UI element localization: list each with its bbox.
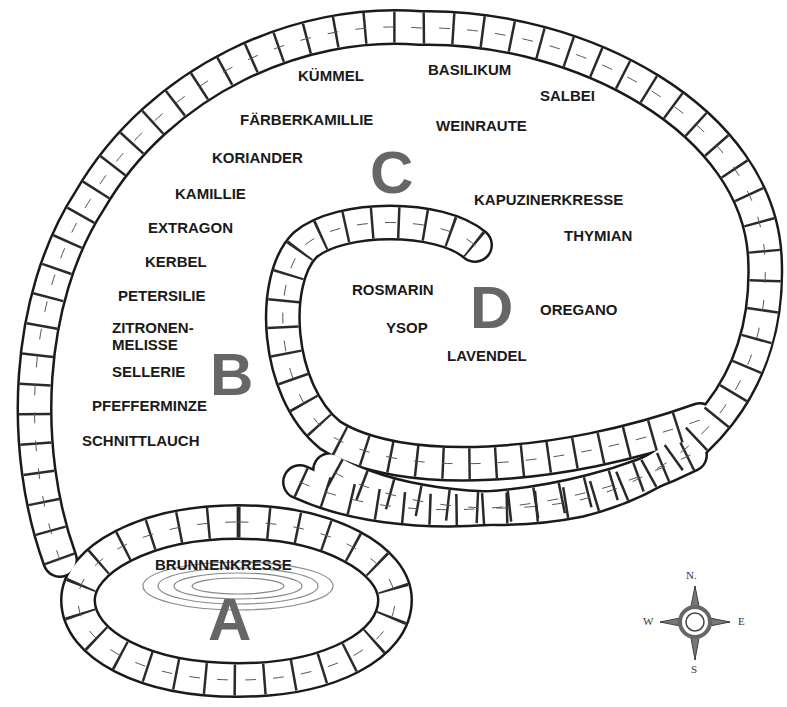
stone-walls: [35, 27, 766, 680]
zone-letter: A: [208, 590, 251, 650]
herb-label: EXTRAGON: [148, 220, 233, 237]
stone-wall: [35, 27, 766, 560]
stone-wall: [283, 223, 700, 464]
herb-label: LAVENDEL: [447, 348, 527, 365]
compass-letter: W: [643, 615, 653, 627]
herb-label: PETERSILIE: [118, 288, 206, 305]
zone-letter: C: [370, 143, 413, 203]
zone-letter: D: [470, 278, 513, 338]
compass-letter: N.: [686, 569, 697, 581]
stone-wall: [283, 223, 700, 464]
stone-wall: [283, 223, 700, 464]
compass-letter: E: [738, 615, 745, 627]
herb-label: PFEFFERMINZE: [92, 398, 207, 415]
compass-letter: S: [691, 663, 697, 675]
herb-label: BASILIKUM: [428, 62, 511, 79]
stone-wall: [78, 522, 395, 680]
herb-label: SCHNITTLAUCH: [82, 433, 200, 450]
zone-letter: B: [210, 345, 253, 405]
stone-wall: [283, 223, 700, 464]
stone-wall: [78, 522, 395, 680]
herb-label: WEINRAUTE: [436, 118, 527, 135]
stone-wall: [78, 522, 395, 680]
herb-label: ZITRONEN- MELISSE: [112, 320, 204, 353]
herb-label: KORIANDER: [212, 150, 303, 167]
herb-label: KAPUZINERKRESSE: [474, 192, 623, 209]
herb-label: ROSMARIN: [352, 282, 434, 299]
herb-label: YSOP: [386, 320, 428, 337]
herb-label: KAMILLIE: [175, 186, 246, 203]
herb-label: SELLERIE: [112, 364, 185, 381]
herb-label: THYMIAN: [564, 228, 632, 245]
stone-wall: [35, 27, 766, 560]
stone-wall: [35, 27, 766, 560]
herb-label: KERBEL: [145, 254, 207, 271]
stone-wall: [35, 27, 766, 560]
herb-label: SALBEI: [540, 88, 595, 105]
herb-label: BRUNNENKRESSE: [155, 557, 292, 574]
stone-wall: [78, 522, 395, 680]
stone-wall: [300, 455, 690, 510]
compass-rose: [660, 586, 730, 660]
herb-label: OREGANO: [540, 302, 618, 319]
herb-label: KÜMMEL: [298, 68, 364, 85]
herb-label: FÄRBERKAMILLIE: [240, 112, 373, 129]
